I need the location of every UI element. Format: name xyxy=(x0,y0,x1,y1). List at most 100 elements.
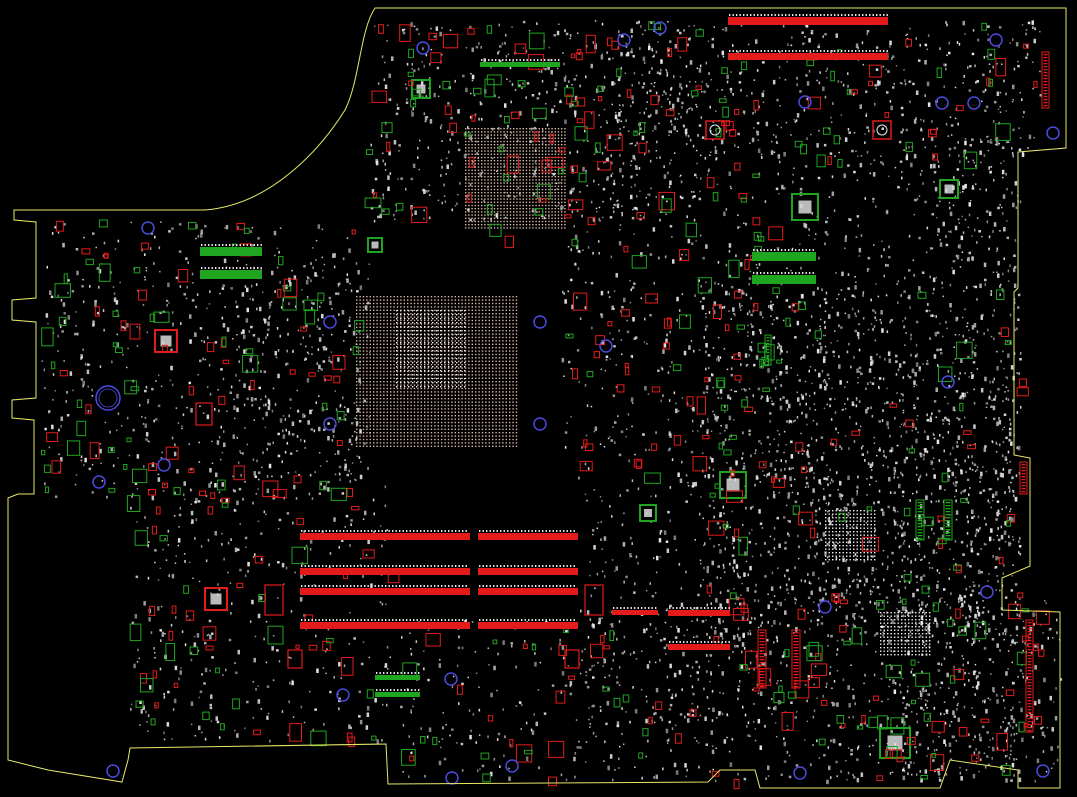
smd-pad xyxy=(824,242,826,246)
smd-pad xyxy=(916,588,919,592)
smd-pad xyxy=(128,454,131,457)
smd-pad xyxy=(289,681,291,685)
smd-pad xyxy=(290,657,292,659)
smd-pad xyxy=(704,328,707,331)
smd-pad xyxy=(136,326,138,328)
smd-pad xyxy=(194,537,196,540)
smd-pad xyxy=(257,699,261,704)
smd-pad xyxy=(659,532,662,535)
smd-pad xyxy=(865,409,868,414)
smd-pad xyxy=(831,50,834,52)
smd-pad xyxy=(578,740,580,743)
smd-pad xyxy=(305,628,307,631)
smd-pad xyxy=(326,460,328,463)
smd-pad xyxy=(344,330,347,333)
smd-pad xyxy=(722,620,724,623)
smd-pad xyxy=(410,752,412,754)
smd-pad xyxy=(759,311,762,316)
smd-pad xyxy=(914,558,917,561)
smd-pad xyxy=(911,429,913,432)
smd-pad xyxy=(426,116,429,118)
smd-pad xyxy=(942,221,945,227)
smd-pad xyxy=(821,616,823,618)
smd-pad xyxy=(927,718,929,720)
smd-pad xyxy=(969,605,972,611)
smd-pad xyxy=(327,487,330,492)
smd-pad xyxy=(930,247,932,250)
smd-pad xyxy=(469,135,472,140)
smd-pad xyxy=(410,711,412,714)
smd-pad xyxy=(985,402,989,405)
smd-pad xyxy=(985,417,987,419)
smd-pad xyxy=(584,384,587,387)
smd-pad xyxy=(666,333,668,337)
smd-pad xyxy=(337,693,339,695)
smd-pad xyxy=(153,419,155,423)
smd-pad xyxy=(885,455,887,459)
smd-pad xyxy=(869,355,873,361)
smd-pad xyxy=(94,300,97,303)
smd-pad xyxy=(953,176,955,179)
smd-pad xyxy=(867,556,869,560)
smd-pad xyxy=(477,769,479,773)
smd-pad xyxy=(625,711,627,713)
smd-pad xyxy=(633,282,635,285)
smd-pad xyxy=(401,28,405,32)
smd-pad xyxy=(174,443,176,447)
smd-pad xyxy=(921,558,923,561)
smd-pad xyxy=(307,276,310,280)
smd-pad xyxy=(988,501,991,504)
smd-pad xyxy=(812,488,815,493)
smd-pad xyxy=(845,622,847,626)
smd-pad xyxy=(295,497,298,500)
smd-pad xyxy=(204,224,207,228)
smd-pad xyxy=(801,31,804,34)
smd-pad xyxy=(350,348,352,351)
smd-pad xyxy=(742,524,744,526)
smd-pad xyxy=(427,678,430,682)
smd-pad xyxy=(667,21,669,23)
smd-pad xyxy=(893,466,896,472)
smd-pad xyxy=(225,668,227,672)
smd-pad xyxy=(320,465,322,467)
smd-pad xyxy=(924,627,926,631)
smd-pad xyxy=(250,325,253,329)
smd-pad xyxy=(945,67,947,71)
smd-pad xyxy=(974,693,976,696)
smd-pad xyxy=(487,735,489,739)
smd-pad xyxy=(751,555,754,558)
smd-pad xyxy=(642,56,646,62)
smd-pad xyxy=(231,602,233,605)
smd-pad xyxy=(232,475,234,478)
smd-pad xyxy=(598,240,600,243)
smd-pad xyxy=(505,55,508,58)
smd-pad xyxy=(268,302,272,307)
smd-pad xyxy=(519,192,521,195)
smd-pad xyxy=(1016,411,1019,414)
smd-pad xyxy=(928,693,930,696)
smd-pad xyxy=(237,315,240,318)
smd-pad xyxy=(691,96,694,98)
smd-pad xyxy=(999,443,1001,447)
smd-pad xyxy=(998,547,1001,551)
smd-pad xyxy=(787,532,789,536)
smd-pad xyxy=(869,600,872,604)
smd-pad xyxy=(915,384,918,386)
smd-pad xyxy=(612,426,614,428)
smd-pad xyxy=(413,25,416,28)
smd-pad xyxy=(806,97,809,101)
smd-pad xyxy=(226,327,230,332)
smd-pad xyxy=(847,314,851,319)
smd-pad xyxy=(956,41,959,44)
smd-pad xyxy=(769,412,772,415)
smd-pad xyxy=(235,671,238,674)
smd-pad xyxy=(998,420,1002,425)
smd-pad xyxy=(779,398,782,401)
smd-pad xyxy=(990,528,993,533)
smd-pad xyxy=(925,703,927,707)
smd-pad xyxy=(692,144,695,148)
smd-pad xyxy=(855,397,858,399)
smd-pad xyxy=(910,562,912,564)
smd-pad xyxy=(373,219,376,223)
